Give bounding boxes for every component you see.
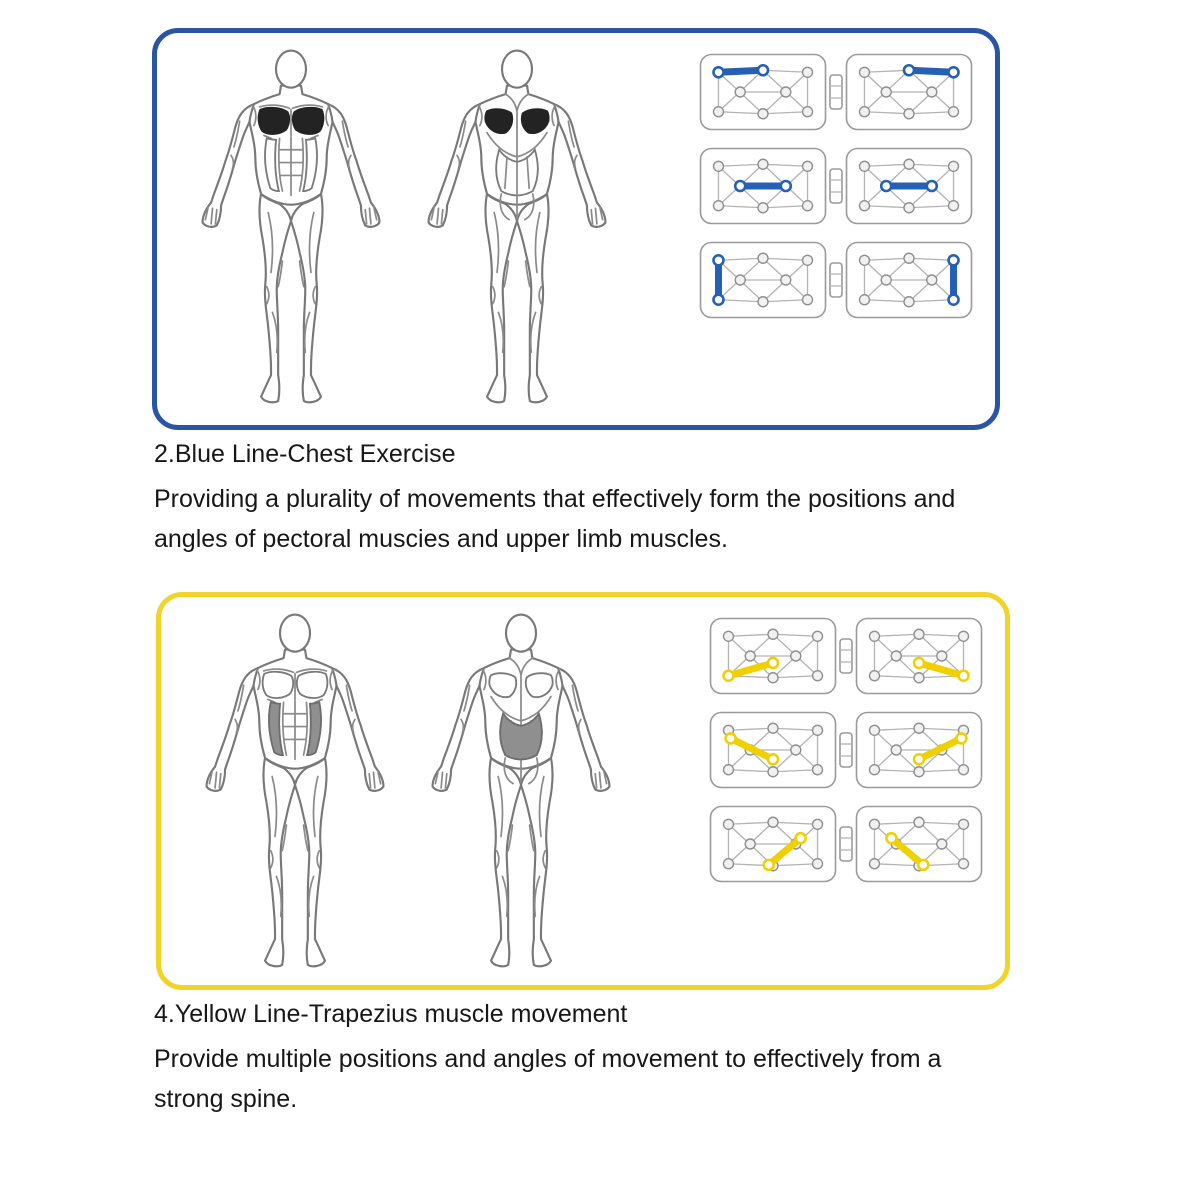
board-half [709, 805, 837, 883]
board-connector [829, 74, 843, 110]
board-row [709, 617, 983, 695]
board-half [855, 805, 983, 883]
board-connector [829, 168, 843, 204]
body-front-outline [207, 615, 384, 967]
yellow-trapezius-panel [156, 592, 1010, 990]
board-half [845, 53, 973, 131]
board-half [855, 711, 983, 789]
body-front-figure [195, 611, 395, 982]
board-half [845, 241, 973, 319]
board-row [709, 805, 983, 883]
muscle-figures [191, 47, 617, 418]
board-half [709, 617, 837, 695]
board-position-diagrams-yellow [709, 617, 983, 883]
board-connector [839, 732, 853, 768]
section-heading: 4.Yellow Line-Trapezius muscle movement [154, 1000, 628, 1028]
board-half [699, 53, 827, 131]
board-row [709, 711, 983, 789]
body-back-outline [433, 615, 610, 967]
blue-section-caption: 2.Blue Line-Chest Exercise Providing a p… [154, 440, 1084, 559]
body-back-figure [421, 611, 621, 982]
board-half [845, 147, 973, 225]
board-half [699, 147, 827, 225]
body-back-outline [429, 51, 606, 403]
board-half [855, 617, 983, 695]
board-connector [839, 638, 853, 674]
section-heading: 2.Blue Line-Chest Exercise [154, 440, 456, 468]
section-description: Provide multiple positions and angles of… [154, 1045, 942, 1113]
board-half [709, 711, 837, 789]
board-row [699, 147, 973, 225]
board-connector [829, 262, 843, 298]
board-row [699, 241, 973, 319]
muscle-figures [195, 611, 621, 982]
board-position-diagrams-blue [699, 53, 973, 319]
board-connector [839, 826, 853, 862]
body-front-figure [191, 47, 391, 418]
board-row [699, 53, 973, 131]
body-front-outline [203, 51, 380, 403]
section-description: Providing a plurality of movements that … [154, 485, 956, 553]
board-half [699, 241, 827, 319]
body-back-figure [417, 47, 617, 418]
pectoral-left-highlight [257, 106, 291, 135]
pectoral-right-highlight [291, 106, 325, 135]
blue-chest-exercise-panel [152, 28, 1000, 430]
yellow-section-caption: 4.Yellow Line-Trapezius muscle movement … [154, 1000, 1084, 1119]
